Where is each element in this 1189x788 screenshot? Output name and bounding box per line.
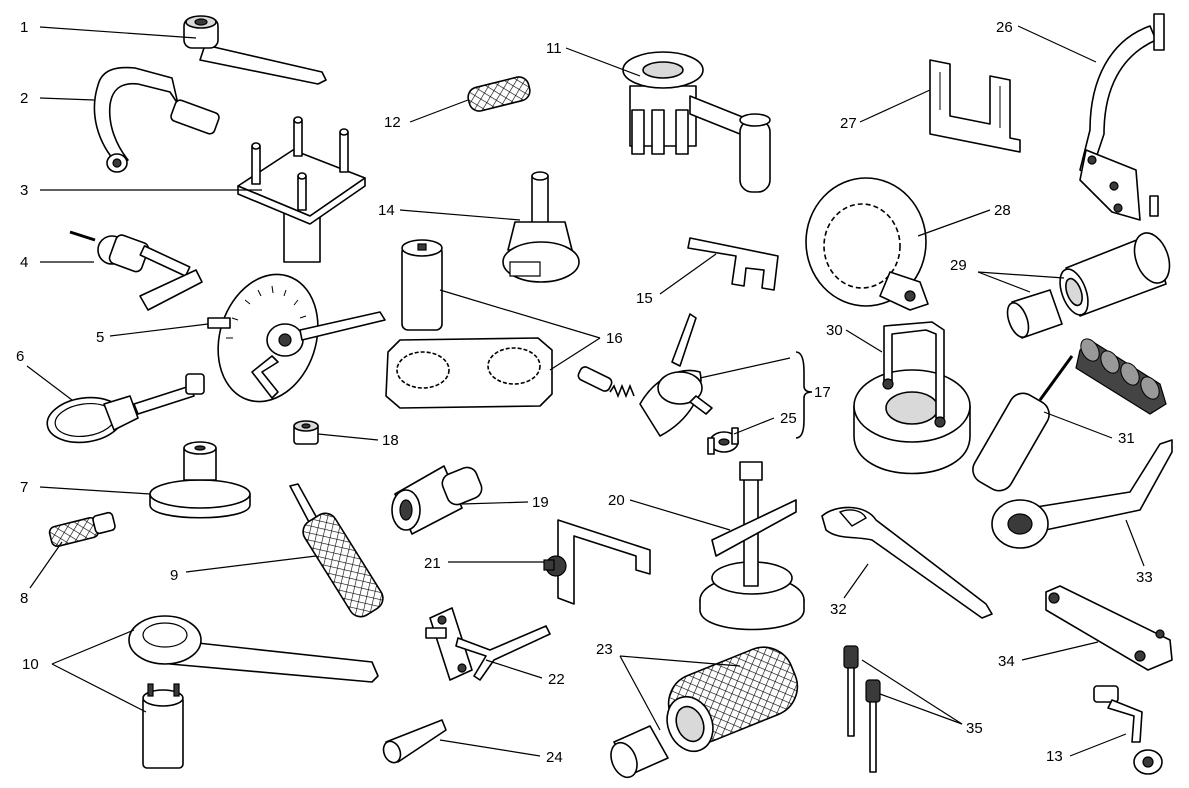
callout-1: 1 <box>20 19 28 36</box>
callout-34: 34 <box>998 653 1015 670</box>
callout-31: 31 <box>1118 430 1135 447</box>
tool-8-threaded-stud <box>48 511 116 548</box>
tool-22-plate-handle <box>425 607 551 681</box>
callout-19: 19 <box>532 494 549 511</box>
tool-15-bracket-plate <box>687 237 779 291</box>
callout-12: 12 <box>384 114 401 131</box>
callout-28: 28 <box>994 202 1011 219</box>
tool-28-toothed-ring <box>805 177 929 311</box>
tool-7-base-cup <box>149 441 251 519</box>
tool-13-small-crank <box>1093 685 1163 775</box>
callout-4: 4 <box>20 254 28 271</box>
callout-9: 9 <box>170 567 178 584</box>
tool-27-u-plate <box>929 59 1021 153</box>
tool-32-c-spanner <box>821 506 993 619</box>
tool-16-socket-and-ring <box>385 239 553 409</box>
callout-labels: 1 2 3 4 5 6 7 8 9 10 11 12 13 14 15 16 1… <box>16 19 1153 766</box>
leader-lines <box>26 25 1145 757</box>
tool-9-knurled-drift <box>289 483 384 618</box>
callout-21: 21 <box>424 555 441 572</box>
tool-11-fork-clamp <box>622 51 771 193</box>
tool-25-small-gear <box>707 427 739 455</box>
callout-32: 32 <box>830 601 847 618</box>
tool-20-support-stand <box>699 461 805 631</box>
callout-6: 6 <box>16 348 24 365</box>
callout-25: 25 <box>780 410 797 427</box>
tool-17-spring-tool <box>577 313 713 437</box>
callout-30: 30 <box>826 322 843 339</box>
tool-29-sleeve-cap <box>1006 232 1171 339</box>
tool-21-l-bracket <box>543 519 651 605</box>
tool-3-pin-fixture <box>237 116 366 263</box>
tool-33-offset-ring-wrench <box>991 439 1173 549</box>
callout-14: 14 <box>378 202 395 219</box>
callout-3: 3 <box>20 182 28 199</box>
callout-20: 20 <box>608 492 625 509</box>
tool-24-cone <box>382 719 447 764</box>
callout-26: 26 <box>996 19 1013 36</box>
callout-18: 18 <box>382 432 399 449</box>
tool-35-pins <box>843 645 881 773</box>
callout-11: 11 <box>546 40 562 57</box>
callout-33: 33 <box>1136 569 1153 586</box>
callout-35: 35 <box>966 720 983 737</box>
callout-8: 8 <box>20 590 28 607</box>
callout-16: 16 <box>606 330 623 347</box>
tool-30-pot-handle <box>853 321 971 475</box>
tool-5-degree-wheel <box>207 273 386 403</box>
tool-14-screw-puller <box>502 171 580 283</box>
callout-15: 15 <box>636 290 653 307</box>
callout-27: 27 <box>840 115 857 132</box>
callout-22: 22 <box>548 671 565 688</box>
callout-29: 29 <box>950 257 967 274</box>
tool-1-socket-wrench <box>183 15 327 85</box>
callout-5: 5 <box>96 329 104 346</box>
callout-2: 2 <box>20 90 28 107</box>
callout-7: 7 <box>20 479 28 496</box>
tool-4-t-handle-puller <box>69 230 203 311</box>
callout-24: 24 <box>546 749 563 766</box>
tool-23-knurled-sleeve <box>610 646 799 779</box>
tool-18-nut <box>293 420 319 445</box>
callout-17: 17 <box>814 384 831 401</box>
tool-2-bent-crank <box>93 66 220 173</box>
tool-26-curved-arm <box>1079 13 1165 221</box>
tool-6-strap-wrench <box>46 373 205 444</box>
tool-31-roller-handle <box>972 338 1167 492</box>
callout-13: 13 <box>1046 748 1063 765</box>
callout-10: 10 <box>22 656 39 673</box>
tool-12-knurled-pin <box>467 76 531 112</box>
callout-23: 23 <box>596 641 613 658</box>
tool-19-adapter <box>391 465 483 535</box>
tool-34-flat-bar <box>1045 585 1173 671</box>
tool-10-pin-spanner <box>128 615 379 769</box>
